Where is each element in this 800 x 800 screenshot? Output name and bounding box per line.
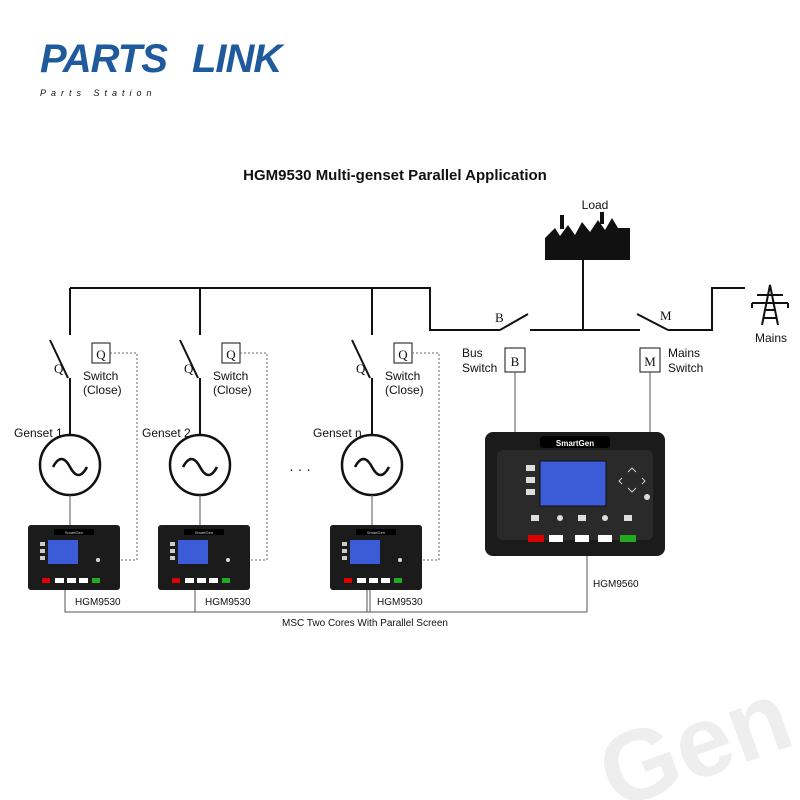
mains-switch-label-2: Switch [668,361,703,375]
bus-switch-label-2: Switch [462,361,497,375]
main-bus [69,287,745,335]
logo-tagline: Parts Station [40,88,157,98]
genset-switch-blade [49,339,69,379]
mains-switch-label-1: Mains [668,346,700,360]
genset-switch-label-2: (Close) [213,383,252,397]
genset-switch-blade [179,339,199,379]
logo-parts: PARTS [40,37,168,81]
genset-switch-letter: Q [54,361,64,376]
hgm9560-controller: SmartGen [485,432,665,556]
controller-label: HGM9530 [377,597,423,608]
watermark: Gen [584,659,800,800]
hgm9530-controller: SmartGen [330,525,422,590]
bus-switch-box-letter: B [511,354,520,369]
mains-switch-box-letter: M [644,354,656,369]
genset-switch-label-1: Switch [385,369,420,383]
controller-label: HGM9530 [75,597,121,608]
logo-link: LINK [192,37,285,81]
controller-label: HGM9530 [205,597,251,608]
mains-switch-letter: M [660,308,672,323]
load-factory-icon [545,212,630,260]
controller-brand: SmartGen [367,530,385,535]
genset-name: Genset 2 [142,426,191,440]
hgm9560-screen [539,460,607,507]
genset-switch-label-1: Switch [213,369,248,383]
mains-label: Mains [755,331,787,345]
genset-switch-letter: Q [356,361,366,376]
genset-switch-box-letter: Q [96,347,106,362]
genset-switch-label-2: (Close) [385,383,424,397]
hgm9530-controller: SmartGen [28,525,120,590]
genset-switch-letter: Q [184,361,194,376]
msc-bus-caption: MSC Two Cores With Parallel Screen [282,618,448,629]
load-label: Load [582,198,609,212]
mains-tower-icon [751,284,789,326]
controller-brand: SmartGen [195,530,213,535]
diagram-title: HGM9530 Multi-genset Parallel Applicatio… [243,167,547,184]
genset-name: Genset 1 [14,426,63,440]
genset-switch-label-2: (Close) [83,383,122,397]
partslink-logo: PARTS LINK Parts Station [40,37,286,98]
genset-switch-box-letter: Q [398,347,408,362]
genset-switch-box-letter: Q [226,347,236,362]
bus-switch-label-1: Bus [462,346,483,360]
genset-switch-label-1: Switch [83,369,118,383]
ellipsis: · · · [289,461,311,477]
bus-switch-letter: B [495,310,504,325]
hgm9560-brand: SmartGen [556,439,594,448]
genset-name: Genset n [313,426,362,440]
hgm9560-label: HGM9560 [593,579,639,590]
hgm9530-controller: SmartGen [158,525,250,590]
genset-switch-blade [351,339,371,379]
controller-brand: SmartGen [65,530,83,535]
